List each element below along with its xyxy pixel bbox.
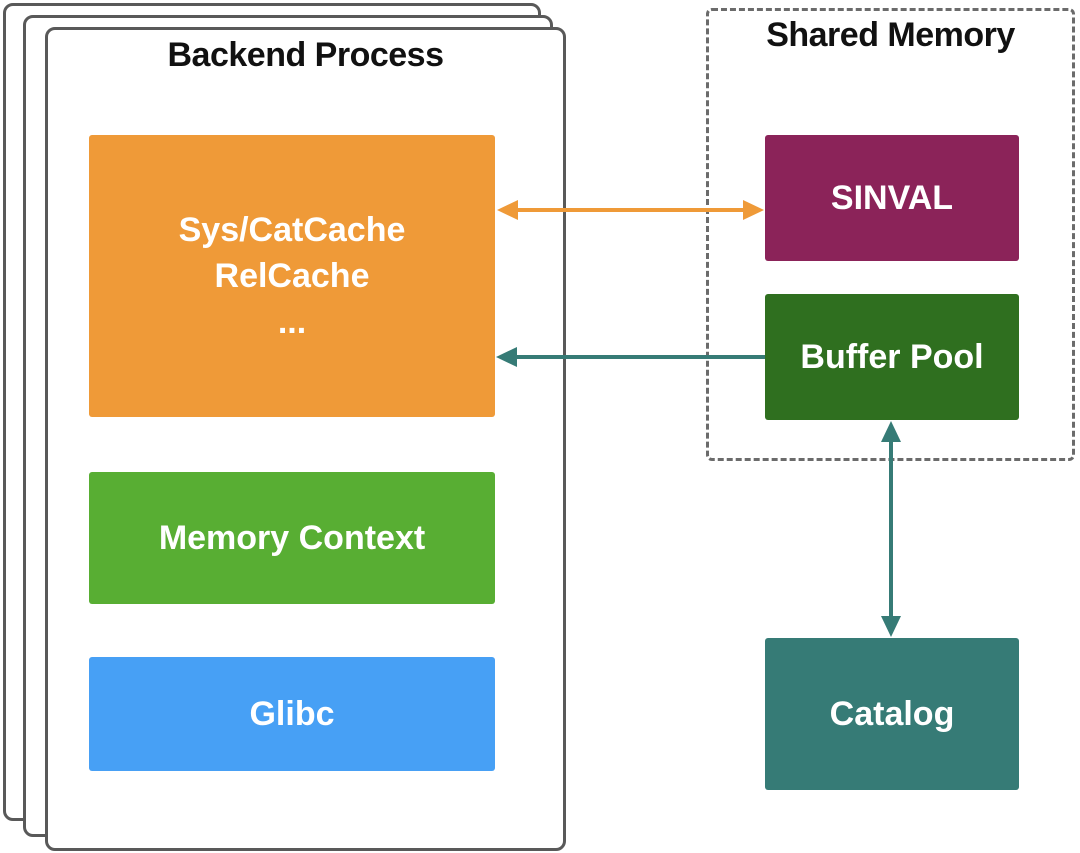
glibc-block: Glibc (89, 657, 495, 771)
backend-process-title: Backend Process (167, 36, 445, 74)
sys-catcache-relcache-block: Sys/CatCache RelCache ... (89, 135, 495, 417)
memory-context-label: Memory Context (158, 519, 426, 557)
cache-line-syscatcache: Sys/CatCache (178, 211, 406, 249)
arrowhead-down-icon (881, 616, 901, 637)
memory-context-block: Memory Context (89, 472, 495, 604)
cache-line-ellipsis: ... (277, 303, 307, 341)
sinval-label: SINVAL (830, 179, 954, 217)
buffer-pool-label: Buffer Pool (800, 338, 984, 376)
cache-line-relcache: RelCache (214, 257, 370, 295)
buffer-pool-block: Buffer Pool (765, 294, 1019, 420)
catalog-block: Catalog (765, 638, 1019, 790)
glibc-label: Glibc (249, 695, 335, 733)
catalog-label: Catalog (829, 695, 955, 733)
sinval-block: SINVAL (765, 135, 1019, 261)
shared-memory-title: Shared Memory (766, 16, 1015, 54)
